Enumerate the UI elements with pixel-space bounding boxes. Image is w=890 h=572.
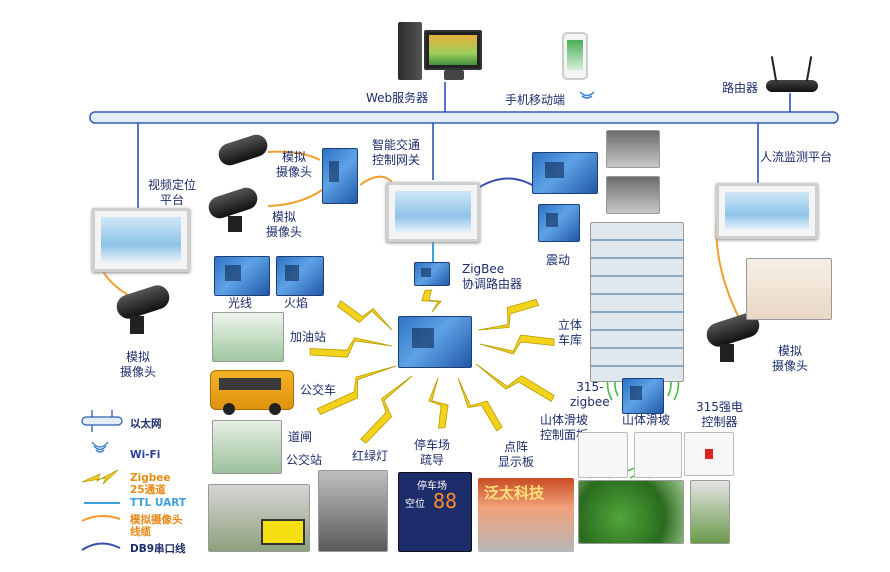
legend-analog-swatch: [81, 515, 121, 522]
zigbee-bolt-icon: [421, 289, 442, 313]
flame-label: 火焰: [284, 296, 309, 310]
zigbee-bolt-icon: [360, 375, 413, 444]
web-server-monitor-icon: [424, 30, 482, 70]
gas-station-label: 加油站: [290, 330, 327, 344]
video-platform-screen: [92, 208, 190, 272]
legend-db9-label: DB9串口线: [130, 543, 186, 555]
garage-photo: [590, 222, 684, 382]
wifi-garage-icon: [606, 367, 680, 401]
vibration-label: 震动: [546, 253, 571, 267]
gas-station-photo: [212, 312, 284, 362]
mobile-label: 手机移动端: [505, 93, 566, 107]
garage-label: 立体车库: [558, 318, 583, 347]
power-control-photo: [690, 480, 730, 544]
bus-icon: [210, 370, 294, 415]
legend-analog-label: 模拟摄像头线缆: [130, 514, 183, 538]
bus-label: 公交车: [300, 383, 337, 397]
camera-icon: [205, 184, 262, 240]
dot-matrix-label: 点阵显示板: [498, 440, 535, 469]
analog-cam-b-label: 模拟摄像头: [266, 210, 303, 239]
bus-stop-label: 公交站: [286, 453, 323, 467]
zigbee-bolt-icon: [309, 337, 393, 358]
mobile-phone-icon: [562, 32, 588, 80]
zigbee315-board: [622, 378, 664, 414]
camera-icon: [215, 131, 272, 169]
parking-entry-photo: [606, 130, 660, 168]
legend-zigbee-swatch: [81, 469, 119, 485]
bus-stop-photo: [208, 484, 310, 552]
legend-ttl-label: TTL UART: [130, 497, 187, 509]
ethernet-bus: [89, 111, 839, 124]
db9-cable-gateway-vibration: [477, 177, 541, 191]
router-icon: [766, 80, 818, 92]
analog-cable-cam-b: [267, 189, 323, 207]
zigbee315-label: 315-zigbee: [570, 380, 610, 409]
zigbee-bolt-icon: [479, 334, 555, 355]
gateway-label: 智能交通控制网关: [372, 138, 421, 167]
monitor-stand: [444, 70, 464, 80]
vibration-sensor-board: [538, 204, 580, 242]
traffic-light-label: 红绿灯: [352, 449, 389, 463]
barrier-photo: [212, 420, 282, 474]
legend-wifi-swatch: [91, 441, 109, 453]
zigbee-bolt-icon: [428, 377, 449, 429]
parking-digits-text: 88: [433, 489, 458, 513]
analog-cam-right-label: 模拟摄像头: [772, 344, 809, 373]
zigbee-router-board: [414, 262, 450, 286]
zigbee-bolt-icon: [457, 377, 503, 432]
zigbee-bolt-icon: [475, 363, 555, 402]
power315-box: [684, 432, 734, 476]
flame-sensor-board: [276, 256, 324, 296]
legend-ethernet-swatch: [81, 416, 123, 426]
landslide-panel-label: 山体滑坡控制面板: [540, 413, 589, 442]
landslide-label: 山体滑坡: [622, 413, 671, 427]
web-server-tower-icon: [398, 22, 422, 80]
people-flow-scene-photo: [746, 258, 832, 320]
router-label: 路由器: [722, 81, 759, 95]
video-platform-label: 视频定位平台: [148, 178, 197, 207]
power315-label: 315强电控制器: [696, 400, 743, 429]
dot-matrix-text: 泛太科技: [484, 484, 545, 502]
legend-db9-swatch: [81, 542, 121, 551]
barrier-label: 道闸: [288, 430, 313, 444]
camera-icon: [702, 310, 764, 370]
dot-matrix-display: 泛太科技: [478, 478, 574, 552]
analog-cam-a-label: 模拟摄像头: [276, 150, 313, 179]
landslide-panel-box: [578, 432, 628, 478]
parking-entry-photo: [606, 176, 660, 214]
analog-cable-gateway: [359, 175, 393, 186]
light-label: 光线: [228, 296, 253, 310]
zigbee-hub-board: [398, 316, 472, 368]
traffic-light-photo: [318, 470, 388, 552]
parking-sign-display: 停车场 空位 88: [398, 472, 472, 552]
parking-sign-text: 停车场: [417, 481, 447, 492]
zigbee-bolt-icon: [477, 298, 540, 331]
analog-cam-left-label: 模拟摄像头: [120, 350, 157, 379]
analog-cable-cam-a: [267, 150, 321, 161]
zigbee-links: [309, 289, 555, 444]
parking-slots-text: 空位: [405, 499, 425, 510]
people-flow-label: 人流监测平台: [760, 150, 833, 164]
people-flow-screen: [716, 183, 818, 239]
legend-wifi-label: Wi-Fi: [130, 449, 161, 461]
zigbee-bolt-icon: [337, 300, 393, 331]
light-sensor-board: [214, 256, 270, 296]
gateway-screen: [386, 182, 480, 242]
vibration-camera-board: [532, 152, 598, 194]
camera-icon: [112, 282, 173, 342]
web-server-label: Web服务器: [366, 91, 429, 105]
zigbee-bolt-icon: [316, 365, 397, 415]
landslide-model-photo: [578, 480, 684, 544]
parking-guide-label: 停车场疏导: [414, 438, 451, 467]
landslide-box: [634, 432, 682, 478]
wifi-icon: [579, 91, 595, 99]
legend-ethernet-label: 以太网: [130, 418, 162, 430]
gateway-relay-board: [322, 148, 358, 204]
